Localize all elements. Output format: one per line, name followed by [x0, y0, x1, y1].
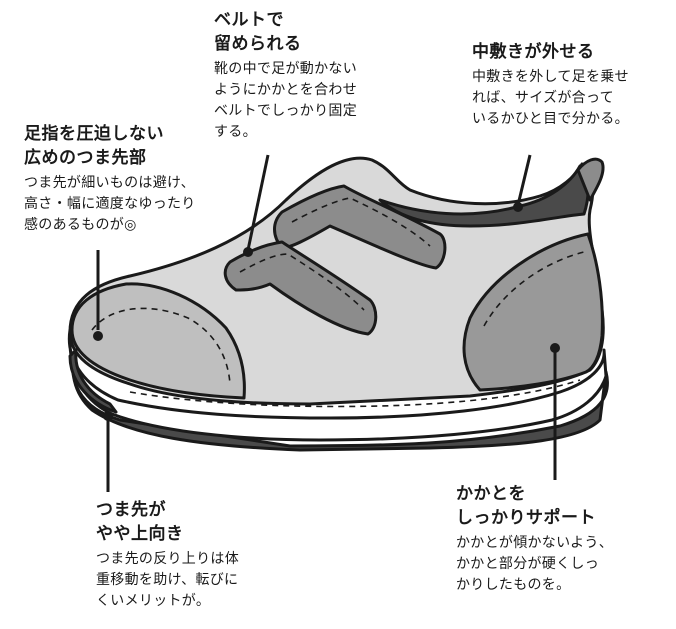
stitch-midsole — [129, 379, 581, 408]
strap-lower — [223, 240, 378, 336]
callout-belt: ベルトで 留められる 靴の中で足が動かない ようにかかとを合わせ ベルトでしっか… — [214, 8, 357, 143]
callout-belt-desc: 靴の中で足が動かない ようにかかとを合わせ ベルトでしっかり固定 する。 — [214, 61, 357, 140]
callout-toespring-title: つま先が やや上向き — [96, 500, 184, 544]
heel-tab — [576, 157, 605, 202]
midsole — [67, 328, 608, 442]
toe-tip-shading — [68, 348, 118, 414]
heel-counter — [462, 232, 604, 392]
stitch-strap-upper — [291, 197, 431, 247]
callout-belt-title: ベルトで 留められる — [214, 10, 302, 54]
callout-toebox: 足指を圧迫しない 広めのつま先部 つま先が細いものは避け、 高さ・幅に適度なゆっ… — [24, 122, 196, 236]
callout-insole-desc: 中敷きを外して足を乗せ れば、サイズが合って いるかひと目で分かる。 — [472, 69, 629, 127]
stitch-toe-cap — [91, 307, 231, 385]
toe-cap — [70, 282, 246, 400]
stitch-heel-counter — [483, 251, 585, 327]
callout-toebox-desc: つま先が細いものは避け、 高さ・幅に適度なゆったり 感のあるものが◎ — [24, 175, 196, 233]
dot-toebox — [93, 331, 103, 341]
callout-toespring-desc: つま先の反り上りは体 重移動を助け、転びに くいメリットが。 — [96, 551, 239, 609]
callout-toebox-title: 足指を圧迫しない 広めのつま先部 — [24, 124, 164, 168]
dot-belt — [243, 247, 253, 257]
callout-toespring: つま先が やや上向き つま先の反り上りは体 重移動を助け、転びに くいメリットが… — [96, 498, 239, 612]
dot-insole — [513, 202, 523, 212]
callout-heel-title: かかとを しっかりサポート — [456, 484, 596, 528]
stitch-strap-lower — [239, 253, 365, 311]
dot-toespring — [103, 411, 113, 421]
leader-insole — [516, 154, 532, 206]
outsole — [71, 348, 609, 452]
callout-insole: 中敷きが外せる 中敷きを外して足を乗せ れば、サイズが合って いるかひと目で分か… — [472, 40, 629, 130]
callout-insole-title: 中敷きが外せる — [472, 42, 595, 62]
dot-heel — [550, 343, 560, 353]
callout-heel-desc: かかとが傾かないよう、 かかと部分が硬くしっ かりしたものを。 — [456, 535, 614, 593]
callout-heel: かかとを しっかりサポート かかとが傾かないよう、 かかと部分が硬くしっ かりし… — [456, 482, 613, 596]
leader-belt — [246, 154, 270, 251]
